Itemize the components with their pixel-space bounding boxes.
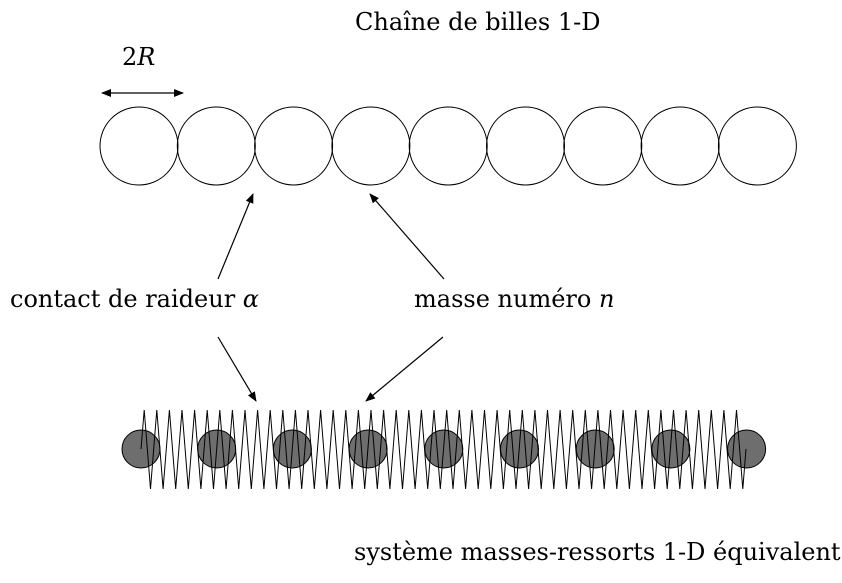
mass-number-label: masse numéro n [414,285,615,313]
contact-arrow-top [217,193,254,280]
ball [99,106,179,186]
ball [176,106,256,186]
mass-arrow-top [369,193,445,280]
mass-arrow-bottom [365,336,444,402]
spring-zigzag [140,409,747,490]
ball [486,106,565,186]
ball [408,106,488,186]
ball [563,106,643,186]
ball [331,106,411,186]
ball [254,106,334,186]
equivalent-system-label: système masses-ressorts 1-D équivalent [354,538,841,566]
diagram-title: Chaîne de billes 1-D [355,8,601,36]
contact-stiffness-label: contact de raideur α [10,285,260,313]
contact-arrow-bottom [217,336,257,402]
ball [717,106,797,186]
ball [640,106,720,186]
ball-chain [99,106,797,186]
mass-ball [727,429,767,469]
diameter-label: 2R [122,43,156,71]
